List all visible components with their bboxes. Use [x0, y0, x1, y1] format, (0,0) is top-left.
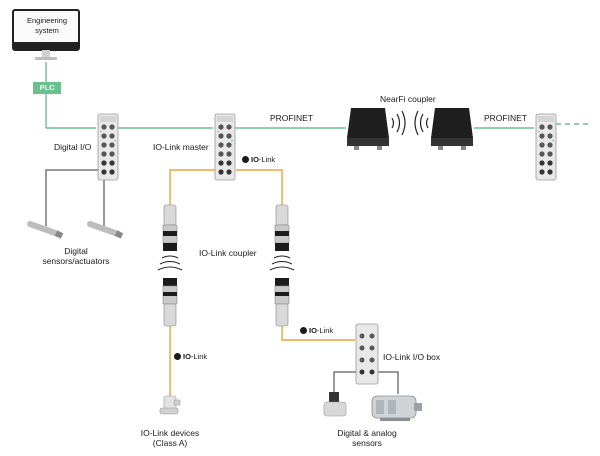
iolink-tag-iobox: IO-Link: [300, 326, 333, 336]
nearfi-coupler-label: NearFi coupler: [380, 94, 436, 104]
iolink-tag-suffix: -Link: [316, 326, 334, 335]
digital-sensors-line1: Digital: [64, 246, 88, 256]
remote-io-module: [535, 113, 557, 181]
digital-sensors-line2: sensors/actuators: [42, 256, 110, 266]
iolink-logo-icon: [300, 327, 307, 334]
iolink-io-box-label: IO-Link I/O box: [383, 352, 441, 362]
motor: [371, 395, 422, 421]
nearfi-coupler-left: [347, 108, 389, 150]
iolink-devices-line1: IO-Link devices: [140, 428, 200, 438]
digital-sensor-left: [27, 221, 64, 239]
iolink-coupler-secondary-right: [274, 277, 290, 327]
iolink-tag-prefix: IO: [251, 155, 259, 164]
iolink-wireless-waves: [157, 255, 295, 271]
engineering-system-line1: Engineering: [26, 16, 68, 25]
iolink-lines: [169, 169, 355, 398]
iolink-device-class-a: [159, 395, 181, 415]
iolink-coupler-secondary-left: [162, 277, 178, 327]
digital-io-label: Digital I/O: [54, 142, 92, 152]
digital-analog-sensors-label: Digital & analog sensors: [322, 428, 412, 448]
iolink-devices-label: IO-Link devices (Class A): [130, 428, 210, 448]
iolink-tag-prefix: IO: [309, 326, 317, 335]
iolink-io-box: [355, 323, 379, 385]
sensor-cables: [45, 166, 399, 398]
nearfi-wireless-waves: [391, 110, 429, 136]
profinet-lines: [45, 62, 592, 129]
iolink-tag-device: IO-Link: [174, 352, 207, 362]
plc-badge: PLC: [33, 82, 61, 94]
iolink-tag-master: IO-Link: [242, 155, 275, 165]
engineering-system-line2: system: [35, 26, 59, 35]
sensor-device: [323, 392, 347, 417]
iolink-tag-suffix: -Link: [258, 155, 276, 164]
iolink-logo-icon: [242, 156, 249, 163]
iolink-tag-prefix: IO: [183, 352, 191, 361]
iolink-master-label: IO-Link master: [153, 142, 209, 152]
profinet-label-left: PROFINET: [270, 113, 313, 123]
digital-sensors-label: Digital sensors/actuators: [30, 246, 122, 266]
engineering-system-monitor: [12, 9, 80, 60]
engineering-system-label: Engineering system: [18, 16, 76, 36]
iolink-tag-suffix: -Link: [190, 352, 208, 361]
profinet-label-right: PROFINET: [484, 113, 527, 123]
digital-sensor-right: [87, 221, 124, 239]
digital-analog-line1: Digital & analog: [337, 428, 397, 438]
digital-io-module: [97, 113, 119, 181]
digital-analog-line2: sensors: [352, 438, 382, 448]
iolink-devices-line2: (Class A): [152, 438, 188, 448]
iolink-master-module: [214, 113, 236, 181]
iolink-coupler-label: IO-Link coupler: [199, 248, 257, 258]
iolink-coupler-primary-right: [274, 204, 290, 252]
iolink-logo-icon: [174, 353, 181, 360]
iolink-coupler-primary-left: [162, 204, 178, 252]
nearfi-coupler-right: [431, 108, 473, 150]
